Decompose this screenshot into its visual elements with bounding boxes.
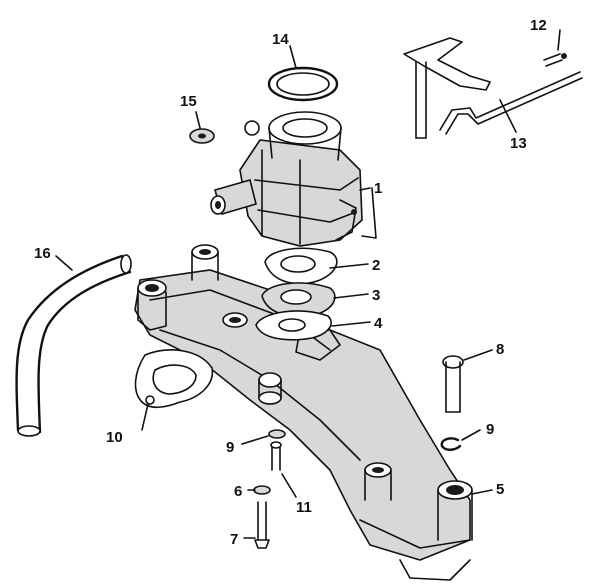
gasket-ring-part xyxy=(267,66,339,102)
callout-labels: 1 2 3 4 5 6 7 8 9 9 10 11 12 13 14 15 16 xyxy=(34,17,547,548)
gasket-part xyxy=(134,349,214,409)
callout-14: 14 xyxy=(272,31,289,48)
carburetor-part xyxy=(210,111,363,247)
callout-9-left: 9 xyxy=(226,439,234,456)
washer-right-part xyxy=(440,437,462,451)
callout-1: 1 xyxy=(374,180,382,197)
throttle-linkage-part xyxy=(403,37,583,139)
bolt-11-part xyxy=(270,441,282,471)
washer-left-part xyxy=(268,429,286,439)
vacuum-hose-part xyxy=(15,254,132,437)
stud-part xyxy=(442,355,464,413)
callout-4: 4 xyxy=(374,315,383,332)
callout-11: 11 xyxy=(296,499,312,516)
callout-10: 10 xyxy=(106,429,123,446)
callout-9-right: 9 xyxy=(486,421,494,438)
callout-15: 15 xyxy=(180,93,197,110)
callout-2: 2 xyxy=(372,257,380,274)
callout-13: 13 xyxy=(510,135,527,152)
callout-12: 12 xyxy=(530,17,547,34)
callout-7: 7 xyxy=(230,531,238,548)
lockwasher-part xyxy=(253,485,271,495)
callout-3: 3 xyxy=(372,287,380,304)
bolt-7-part xyxy=(254,501,270,549)
leader-lines xyxy=(55,29,561,539)
callout-5: 5 xyxy=(496,481,504,498)
intake-manifold-part xyxy=(134,244,473,581)
grommet-part xyxy=(189,128,215,144)
callout-8: 8 xyxy=(496,341,504,358)
spacer-stack-part xyxy=(255,247,338,341)
callout-16: 16 xyxy=(34,245,51,262)
callout-6: 6 xyxy=(234,483,242,500)
